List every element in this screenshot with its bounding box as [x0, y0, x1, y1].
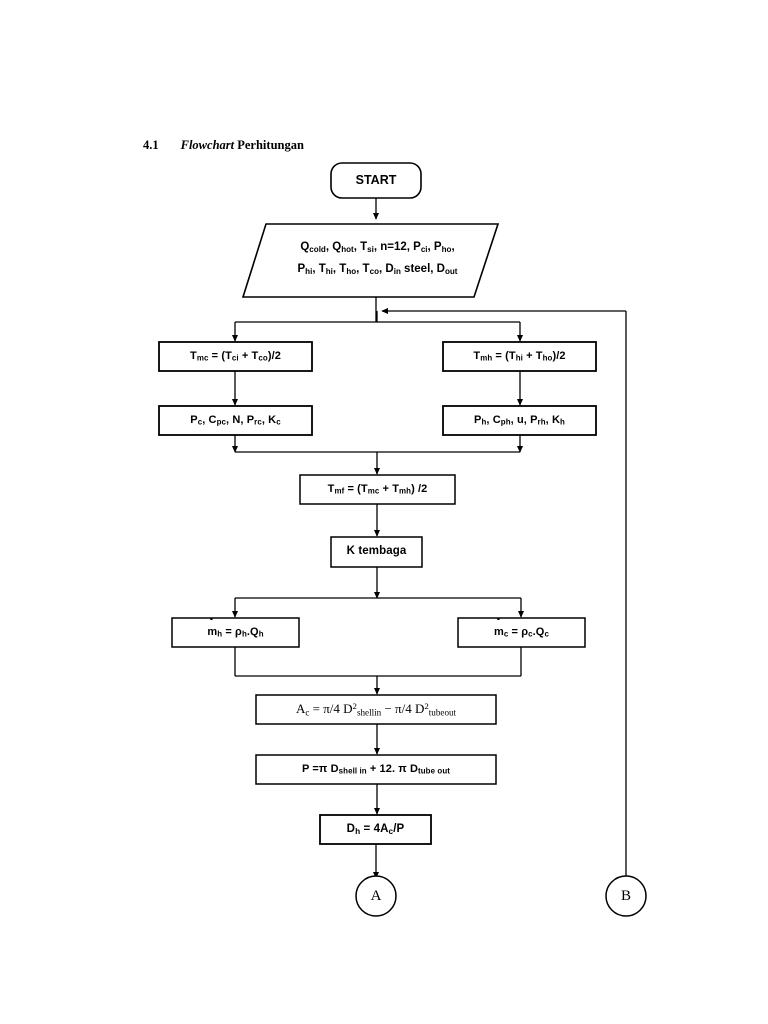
node-tmh-label: Tmh = (Thi + Tho)/2: [473, 349, 566, 363]
node-mdot-h-label: mh = ρh.Qh: [207, 625, 263, 640]
node-mdot-h[interactable]: mh = ρh.Qh: [172, 618, 299, 647]
node-start-label: START: [355, 173, 397, 188]
section-heading: 4.1 Flowchart Perhitungan: [143, 138, 304, 153]
shape-connector-b: [605, 875, 647, 917]
node-hot-props-label: Ph, Cph, u, Prh, Kh: [474, 413, 565, 427]
node-start[interactable]: START: [331, 163, 421, 198]
node-tmf-label: Tmf = (Tmc + Tmh) /2: [327, 482, 428, 496]
node-dh-label: Dh = 4Ac/P: [346, 822, 405, 836]
node-perimeter-label: P =π Dshell in + 12. π Dtube out: [302, 762, 450, 776]
node-cold-props-label: Pc, Cpc, N, Prc, Kc: [190, 413, 281, 427]
section-number: 4.1: [143, 138, 159, 152]
node-ktembaga[interactable]: K tembaga: [331, 537, 422, 567]
node-area-label: Ac = π/4 D2shellin − π/4 D2tubeout: [295, 701, 457, 718]
node-mdot-c[interactable]: mc = ρc.Qc: [458, 618, 585, 647]
shape-input-parallelogram: [241, 223, 500, 298]
node-mdot-c-label: mc = ρc.Qc: [494, 625, 549, 640]
section-title-rest: Perhitungan: [237, 138, 304, 152]
node-tmh[interactable]: Tmh = (Thi + Tho)/2: [443, 342, 596, 371]
node-input-line1: Qcold, Qhot, Tsi, n=12, Pci, Pho,: [300, 241, 455, 254]
node-perimeter[interactable]: P =π Dshell in + 12. π Dtube out: [256, 755, 496, 784]
shape-ktembaga: [330, 536, 423, 568]
node-cold-props[interactable]: Pc, Cpc, N, Prc, Kc: [159, 406, 312, 435]
node-input-line2: Phi, Thi, Tho, Tco, Din steel, Dout: [297, 263, 458, 276]
node-tmf[interactable]: Tmf = (Tmc + Tmh) /2: [300, 475, 455, 504]
section-title-italic: Flowchart: [180, 138, 235, 152]
shape-perimeter: [255, 754, 497, 785]
shape-connector-a: [355, 875, 397, 917]
shape-tmf: [299, 474, 456, 505]
node-connector-a-label: A: [370, 887, 382, 904]
node-area[interactable]: Ac = π/4 D2shellin − π/4 D2tubeout: [256, 695, 496, 724]
shape-tmh: [442, 341, 597, 372]
node-dh[interactable]: Dh = 4Ac/P: [320, 815, 431, 844]
node-tmc-label: Tmc = (Tci + Tco)/2: [190, 349, 281, 363]
node-connector-b-label: B: [620, 887, 631, 904]
node-tmc[interactable]: Tmc = (Tci + Tco)/2: [159, 342, 312, 371]
node-hot-props[interactable]: Ph, Cph, u, Prh, Kh: [443, 406, 596, 435]
node-ktembaga-label: K tembaga: [346, 545, 407, 558]
node-input[interactable]: Qcold, Qhot, Tsi, n=12, Pci, Pho, Phi, T…: [250, 228, 505, 290]
shape-area: [255, 694, 497, 725]
node-connector-b[interactable]: B: [606, 876, 646, 916]
node-connector-a[interactable]: A: [356, 876, 396, 916]
